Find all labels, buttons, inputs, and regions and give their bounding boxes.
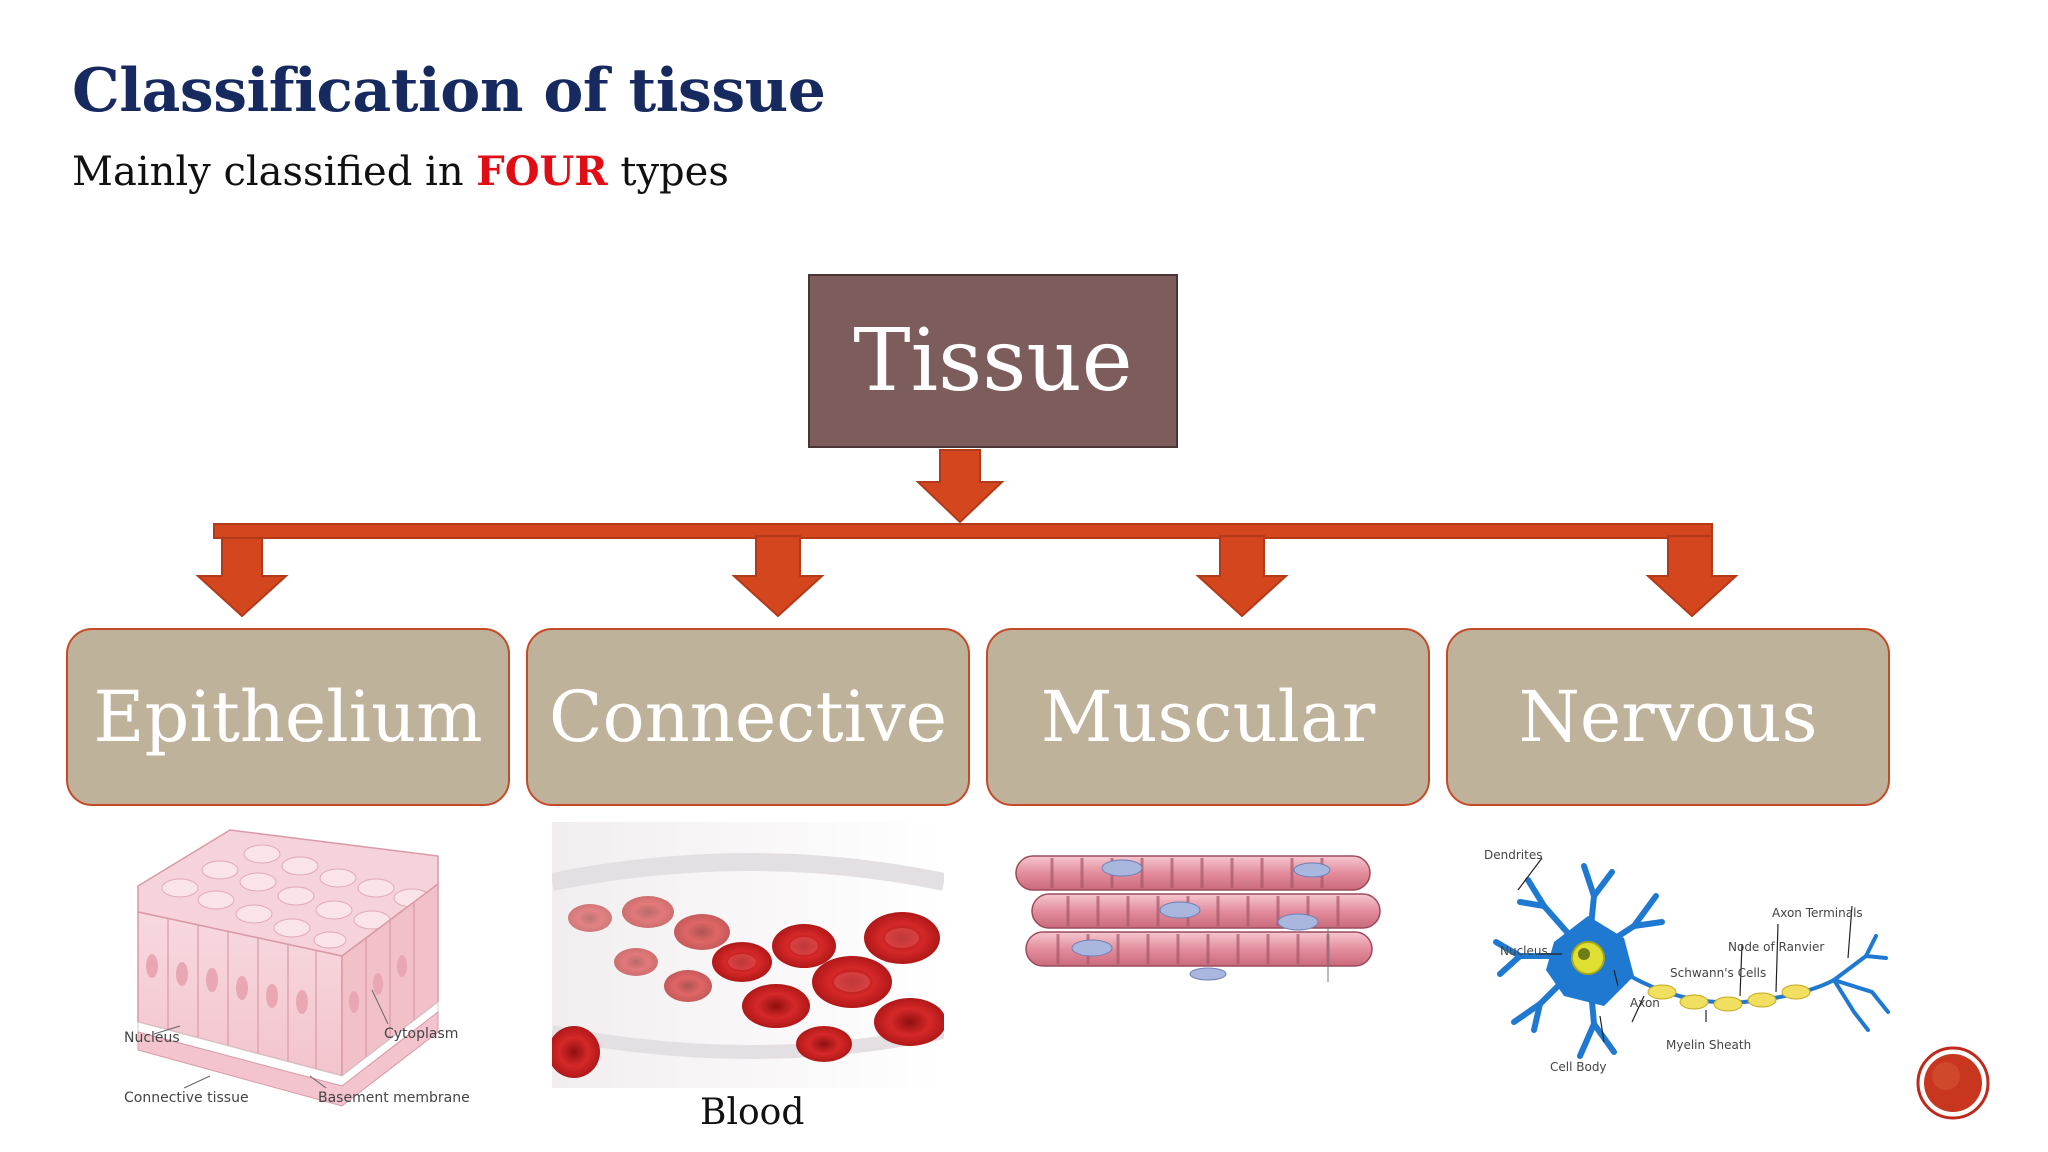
slide-title: Classification of tissue bbox=[72, 56, 826, 126]
arrow-to-nervous bbox=[1645, 535, 1739, 618]
epithelium-illustration bbox=[137, 829, 439, 1107]
muscle-fibers-illustration bbox=[1015, 855, 1381, 982]
neuron-illustration bbox=[1493, 857, 1890, 1059]
label-neuron-nucleus: Nucleus bbox=[1500, 944, 1548, 958]
subtitle-emphasis: FOUR bbox=[476, 148, 608, 195]
label-schwanns-cells: Schwann's Cells bbox=[1670, 966, 1767, 980]
label-cytoplasm: Cytoplasm bbox=[384, 1026, 459, 1042]
category-connective: Connective bbox=[526, 628, 970, 806]
horizontal-connector-bar bbox=[213, 523, 1713, 539]
label-axon: Axon bbox=[1630, 996, 1660, 1010]
subtitle-text: Mainly classified in bbox=[72, 149, 477, 195]
root-down-arrow bbox=[915, 449, 1005, 524]
slide-subtitle: Mainly classified in FOUR types bbox=[72, 148, 729, 195]
label-axon-terminals: Axon Terminals bbox=[1772, 906, 1863, 920]
category-nervous: Nervous bbox=[1446, 628, 1890, 806]
label-nucleus: Nucleus bbox=[124, 1030, 180, 1046]
label-myelin-sheath: Myelin Sheath bbox=[1666, 1038, 1752, 1052]
label-cell-body: Cell Body bbox=[1550, 1060, 1607, 1074]
arrow-to-epithelium bbox=[195, 537, 289, 618]
blood-cells-illustration bbox=[552, 822, 944, 1088]
label-basement-membrane: Basement membrane bbox=[318, 1090, 470, 1106]
category-muscular: Muscular bbox=[986, 628, 1430, 806]
label-node-of-ranvier: Node of Ranvier bbox=[1728, 940, 1825, 954]
blood-caption: Blood bbox=[700, 1092, 805, 1133]
root-node-tissue: Tissue bbox=[808, 274, 1178, 448]
arrow-to-connective bbox=[731, 535, 825, 618]
label-dendrites: Dendrites bbox=[1484, 848, 1543, 862]
arrow-to-muscular bbox=[1195, 535, 1289, 618]
subtitle-text-end: types bbox=[607, 149, 729, 195]
label-connective-tissue: Connective tissue bbox=[124, 1090, 249, 1106]
slide-number-badge[interactable] bbox=[1916, 1046, 1990, 1120]
category-epithelium: Epithelium bbox=[66, 628, 510, 806]
